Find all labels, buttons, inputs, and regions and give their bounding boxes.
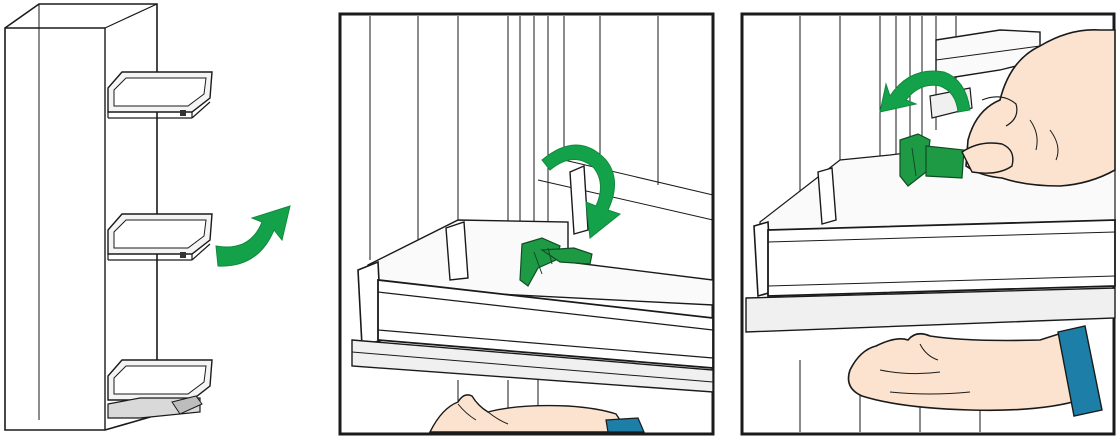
shelf-middle [108,214,212,260]
clip-release-panel [338,0,718,437]
shelf-top [108,72,212,118]
clip-removal-illustration [740,0,1117,437]
shelf-bottom [108,360,212,418]
clip-release-illustration [338,0,718,437]
clip-removal-panel [740,0,1117,437]
cabinet-illustration [0,0,300,437]
overview-panel [0,0,300,437]
curved-arrow-icon [216,206,290,266]
